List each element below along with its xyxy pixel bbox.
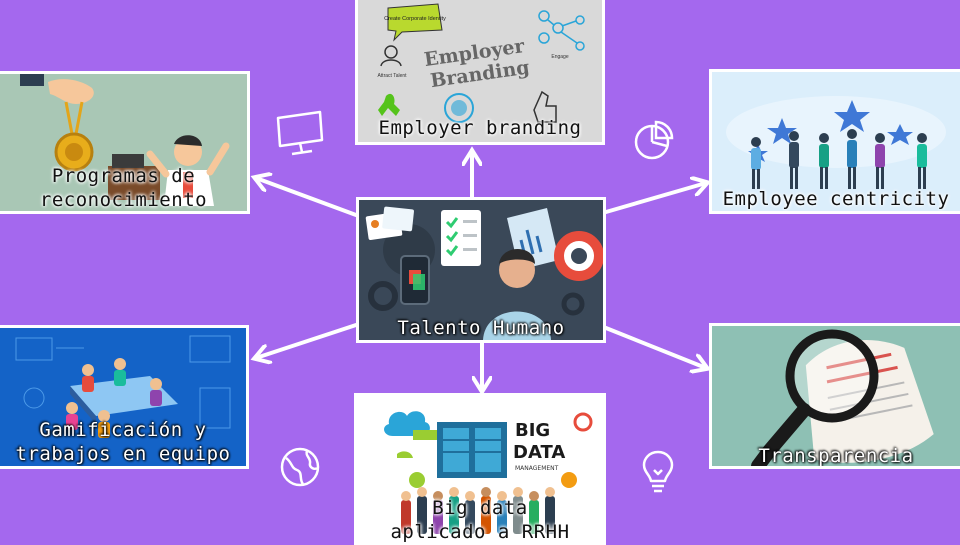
node-gamificacion[interactable]: Gamificación y trabajos en equipo [0, 325, 249, 469]
employee-centricity-label: Employee centricity [722, 188, 950, 210]
big-data-art-line1: BIG [515, 420, 550, 441]
big-data-label-line2: aplicado a RRHH [390, 521, 570, 543]
arrow-to-employee-centricity [604, 183, 706, 214]
engage-text: Engage [551, 54, 568, 60]
talento-humano-illustration [359, 200, 603, 340]
attract-text: Attract Talent [377, 73, 407, 79]
node-employer-branding[interactable]: Create Corporate Identity Attract Talent… [355, 0, 605, 145]
gamificacion-illustration [0, 328, 246, 466]
big-data-art-line3: MANAGEMENT [515, 465, 559, 472]
node-big-data[interactable]: BIG DATA MANAGEMENT Big data aplicado a … [354, 393, 606, 545]
employer-branding-label: Employer branding [378, 117, 582, 139]
node-talento-humano[interactable]: Talento Humano [356, 197, 606, 343]
programas-illustration [0, 74, 247, 211]
big-data-label-line1: Big data [432, 497, 528, 519]
arrow-to-gamificacion [256, 323, 358, 358]
transparencia-label: Transparencia [758, 445, 914, 467]
transparencia-illustration [712, 326, 960, 466]
gamificacion-label-line2: trabajos en equipo [15, 443, 231, 465]
node-transparencia[interactable]: Transparencia [709, 323, 960, 469]
gamificacion-label-line1: Gamificación y [39, 419, 207, 441]
arrow-to-transparencia [604, 326, 706, 368]
big-data-illustration: BIG DATA MANAGEMENT [357, 396, 603, 542]
talento-humano-label: Talento Humano [397, 317, 565, 339]
lightbulb-icon [642, 450, 674, 493]
node-programas-reconocimiento[interactable]: Programas de reconocimiento [0, 71, 250, 214]
monitor-icon [276, 110, 324, 156]
node-employee-centricity[interactable]: Employee centricity [709, 69, 960, 214]
big-data-art-line2: DATA [513, 442, 565, 463]
globe-icon [280, 447, 320, 487]
employer-branding-illustration: Create Corporate Identity Attract Talent… [358, 0, 602, 142]
employee-centricity-illustration [712, 72, 960, 211]
arrow-to-programas [256, 178, 358, 217]
bubble-text: Create Corporate Identity [384, 16, 446, 22]
programas-label-line1: Programas de [51, 165, 196, 187]
pie-chart-icon [634, 120, 674, 160]
programas-label-line2: reconocimiento [39, 189, 208, 211]
